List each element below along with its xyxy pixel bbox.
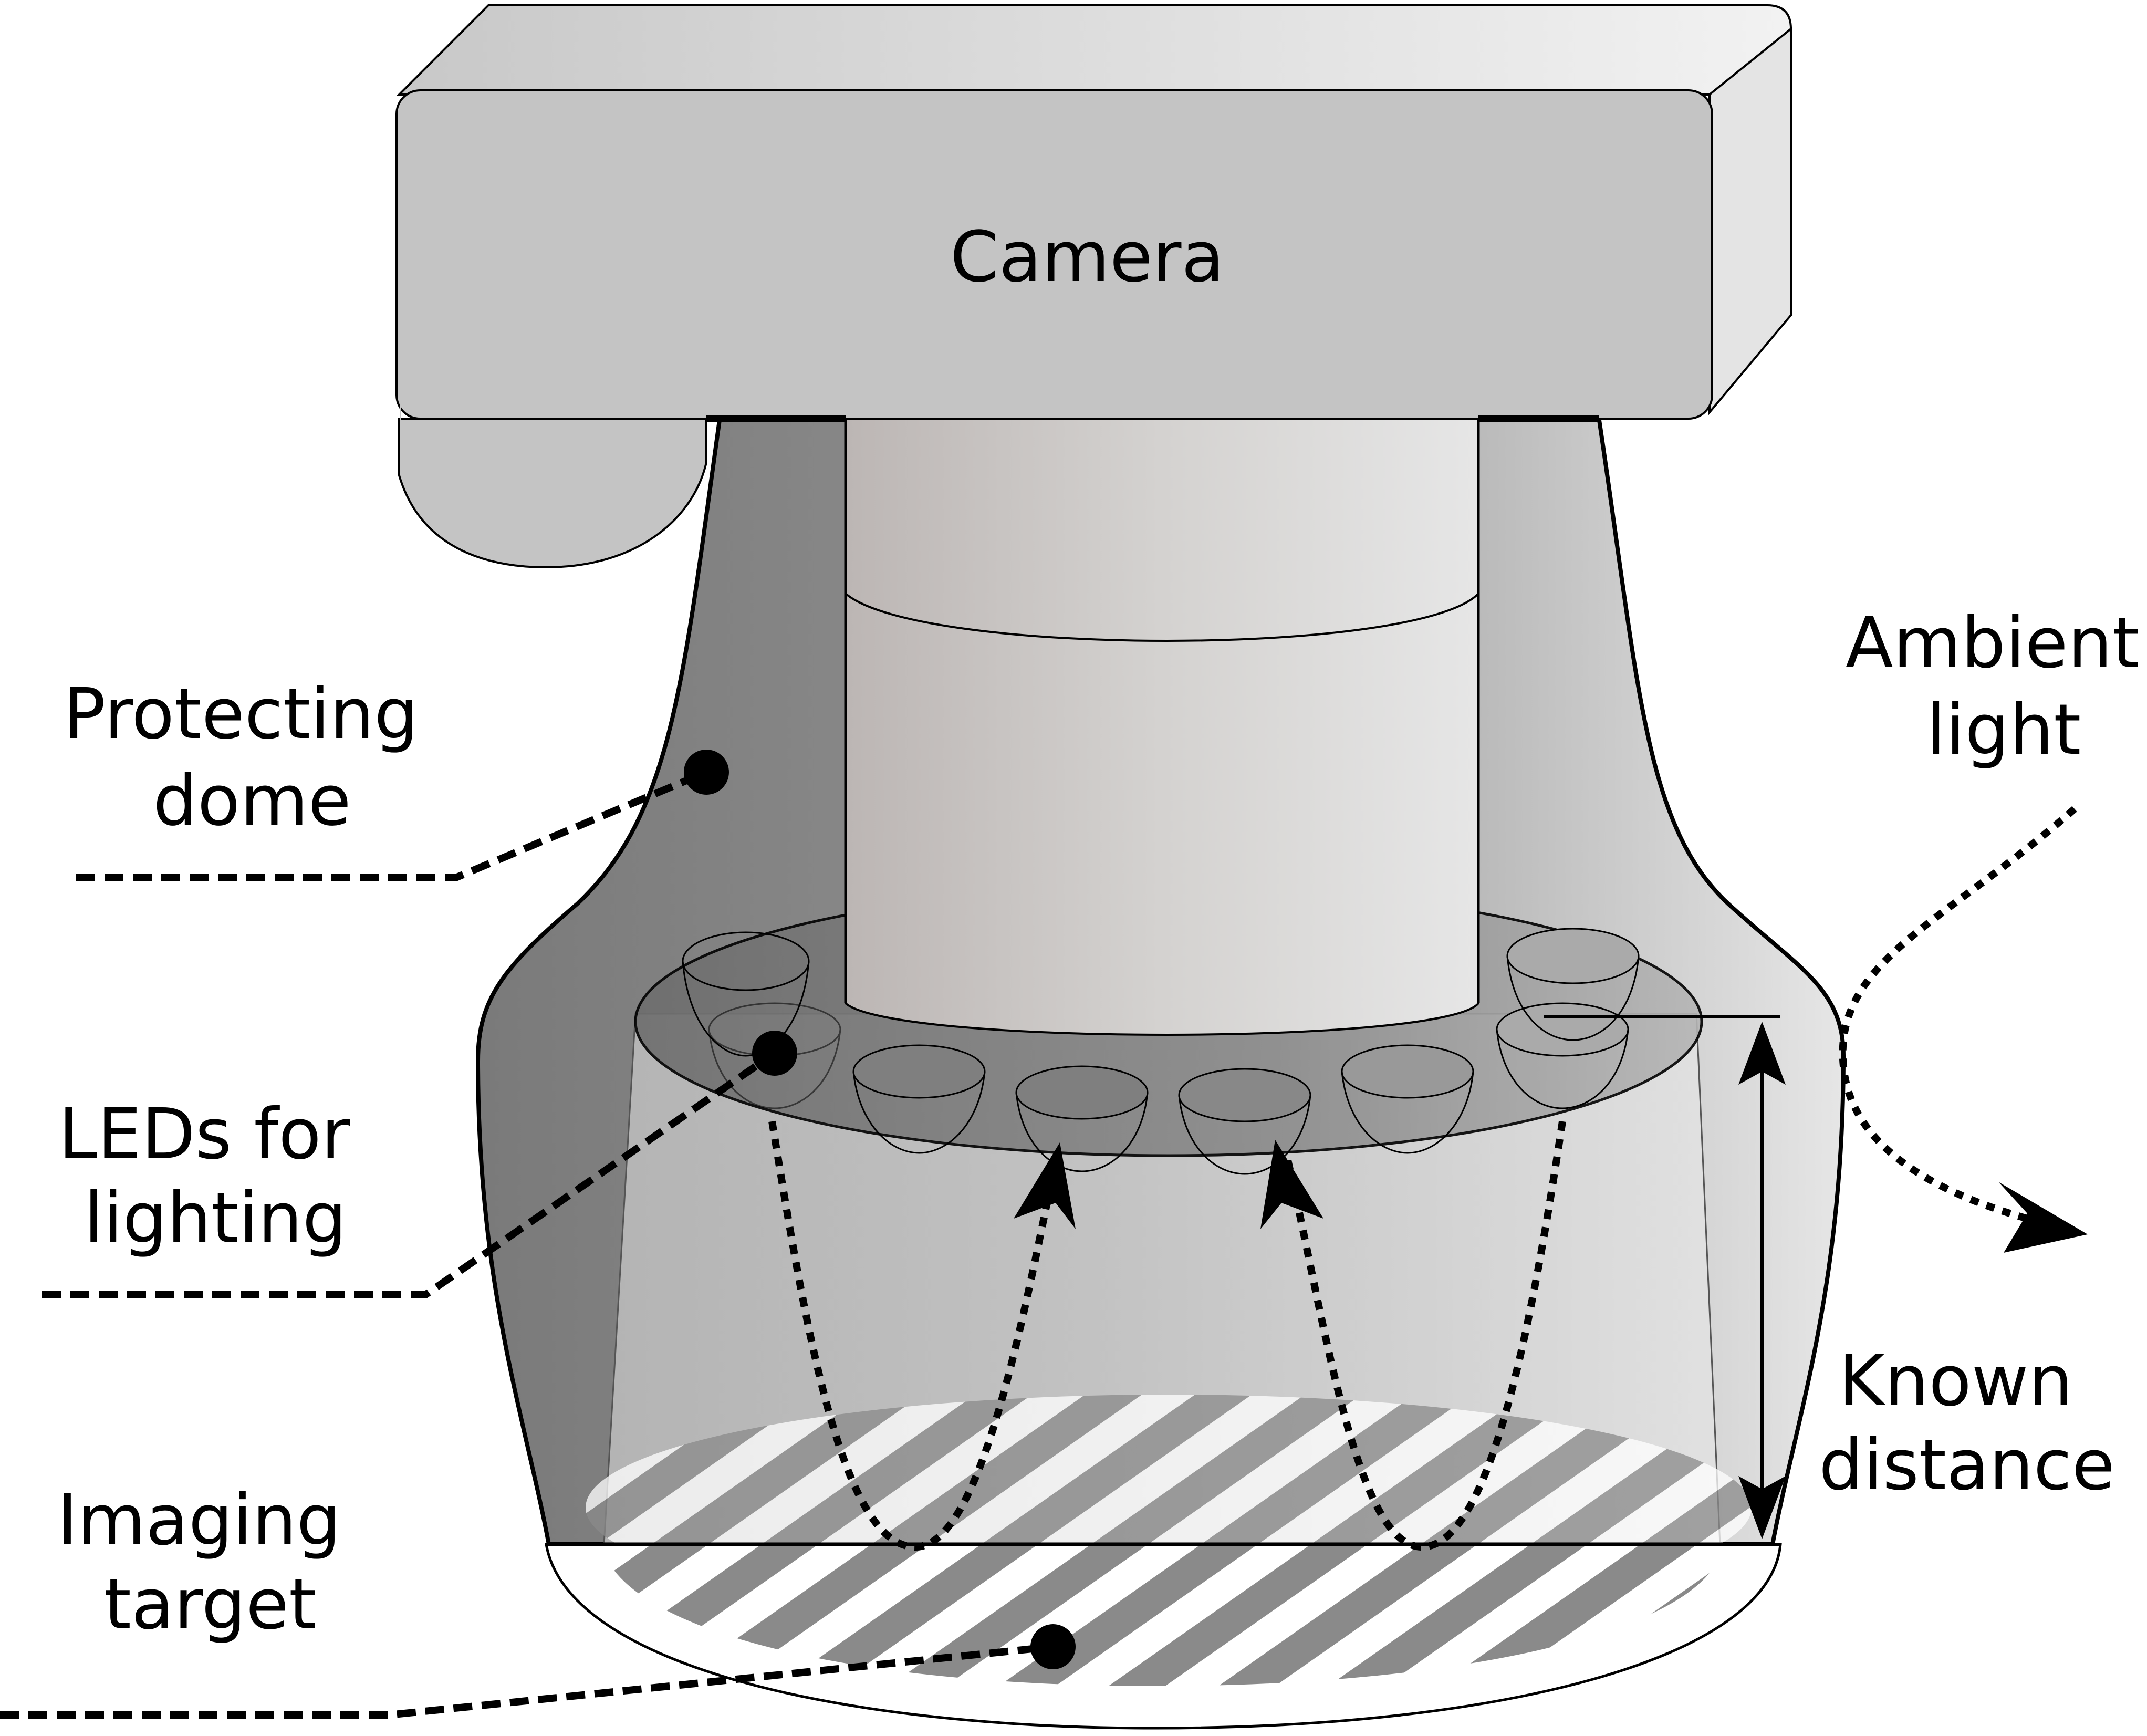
arrow-head-right [1260, 1140, 1323, 1229]
leds-label: LEDs for lighting [58, 1094, 372, 1259]
led [1506, 928, 1640, 1041]
leader-leds [42, 1031, 797, 1298]
camera-body [395, 4, 1792, 569]
led-array [682, 928, 1640, 1175]
protecting-dome-label: Protecting dome [64, 674, 441, 841]
leds-label-line1: LEDs for [58, 1094, 350, 1175]
ambient-light-path [1839, 806, 2088, 1253]
led [1341, 1044, 1474, 1154]
known-distance-label: Known distance [1819, 1341, 2115, 1506]
protecting-dome-label-line2: dome [153, 761, 351, 841]
leds-label-line2: lighting [84, 1178, 347, 1259]
leader-imaging-target [0, 1624, 1076, 1719]
known-distance-label-line2: distance [1819, 1425, 2115, 1506]
camera-label: Camera [950, 217, 1224, 298]
imaging-target [549, 1395, 1773, 1686]
led [1178, 1068, 1311, 1175]
ambient-light-label-line1: Ambient [1846, 603, 2140, 684]
leader-protecting-dome [76, 750, 729, 881]
light-path-left [768, 1120, 1059, 1551]
ambient-light-label-line2: light [1926, 690, 2081, 771]
led [852, 1044, 986, 1154]
led [682, 931, 810, 1057]
camera-lens [844, 417, 1480, 1036]
imaging-target-label-line2: target [104, 1564, 316, 1645]
light-paths [768, 1120, 1566, 1551]
protecting-dome-label-line1: Protecting [64, 674, 419, 755]
led [1015, 1065, 1149, 1172]
arrow-head-left [1014, 1142, 1076, 1229]
light-path-right [1283, 1120, 1566, 1551]
known-distance-label-line1: Known [1839, 1341, 2073, 1422]
imaging-target-label: Imaging target [57, 1480, 363, 1645]
known-distance-indicator [1544, 1015, 1786, 1546]
imaging-target-label-line1: Imaging [57, 1480, 341, 1561]
ambient-light-label: Ambient light [1846, 603, 2147, 771]
